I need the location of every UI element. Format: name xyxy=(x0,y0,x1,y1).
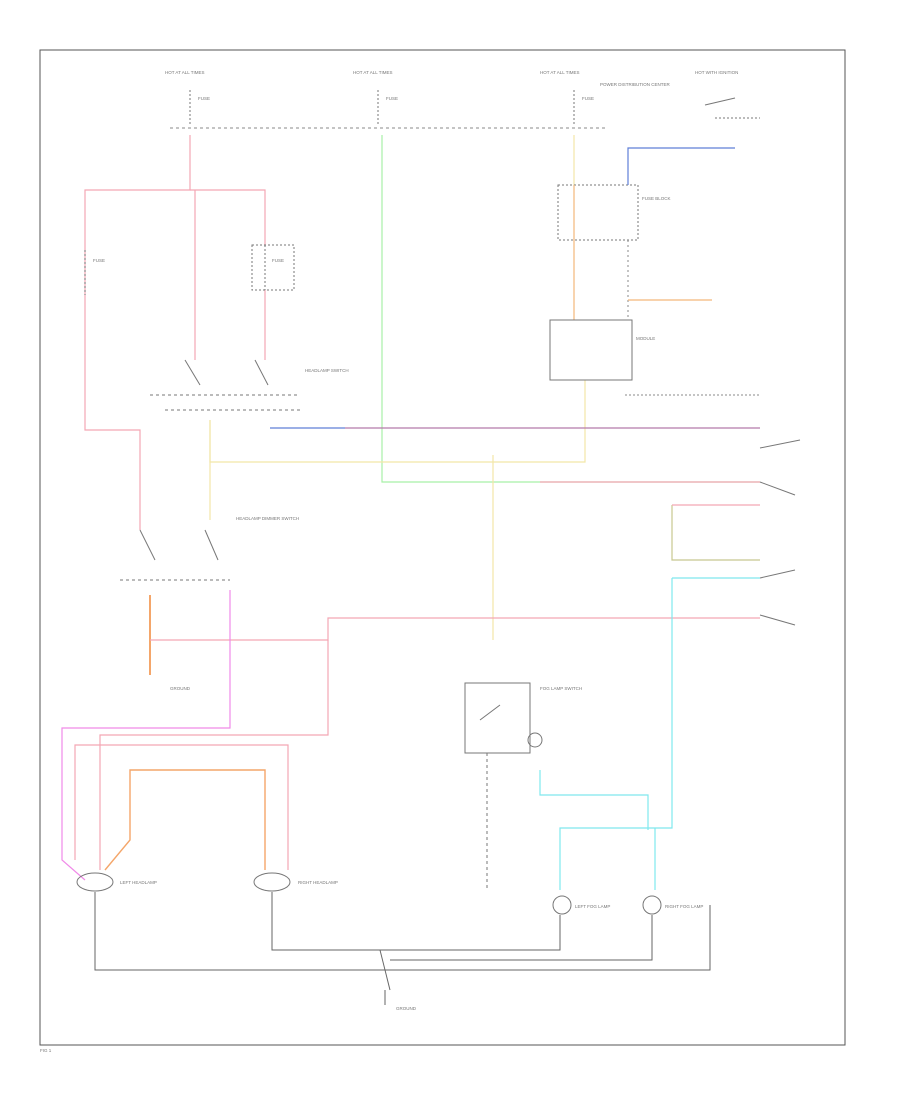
ground-label: GROUND xyxy=(396,1006,417,1011)
fuse-e-label: FUSE xyxy=(272,258,284,263)
wire-pink-left-loop xyxy=(84,135,191,530)
fog-switch-contact xyxy=(479,704,501,721)
module-label: MODULE xyxy=(636,336,655,341)
wire-cyan-fog-a xyxy=(539,770,649,830)
fog-switch-box xyxy=(464,682,531,754)
dimmer-switch-symbol xyxy=(120,529,230,581)
fuse-c-label: FUSE xyxy=(582,96,594,101)
wire-pink-dimmer-out xyxy=(150,617,760,641)
right-headlamp-label: RIGHT HEADLAMP xyxy=(298,880,338,885)
left-fog-lamp-symbol xyxy=(552,895,572,915)
wire-cyan-fog-b xyxy=(559,578,673,890)
wire-pink-lower-2 xyxy=(99,640,329,870)
left-headlamp-symbol xyxy=(76,872,114,892)
right-fog-lamp-symbol xyxy=(642,895,662,915)
ground-label-dimmer: GROUND xyxy=(170,686,191,691)
wire-olive xyxy=(671,505,760,561)
hot-label-1: HOT AT ALL TIMES xyxy=(165,70,205,75)
fuse-a-label: FUSE xyxy=(198,96,210,101)
fuse-d-label: FUSE xyxy=(93,258,105,263)
ground-bus xyxy=(94,892,711,1005)
fuse-e-box xyxy=(251,244,295,291)
headlamp-switch-symbol xyxy=(150,359,300,411)
headlamp-switch-label: HEADLAMP SWITCH xyxy=(305,368,349,373)
wire-magenta xyxy=(61,590,231,881)
fuse-block-label: FUSE BLOCK xyxy=(642,196,671,201)
right-switches xyxy=(759,439,801,626)
figure-label: FIG 1 xyxy=(40,1048,52,1053)
wire-pink-fuse-feed xyxy=(190,189,266,245)
wire-blue-top xyxy=(627,147,735,185)
hot-label-2: HOT AT ALL TIMES xyxy=(353,70,393,75)
wire-orange-headlamp-loop xyxy=(104,769,266,871)
fog-switch-label: FOG LAMP SWITCH xyxy=(540,686,582,691)
left-fog-lamp-label: LEFT FOG LAMP xyxy=(575,904,610,909)
fuse-b-label: FUSE xyxy=(386,96,398,101)
module-box xyxy=(549,319,633,381)
left-headlamp-label: LEFT HEADLAMP xyxy=(120,880,157,885)
fuse-block-box xyxy=(557,184,639,241)
wire-pink-lower xyxy=(74,744,289,870)
wire-green xyxy=(381,135,760,483)
fog-switch-indicator xyxy=(527,732,543,748)
ignition-switch-symbol xyxy=(704,97,760,119)
pdc-label: POWER DISTRIBUTION CENTER xyxy=(600,82,671,87)
dimmer-switch-label: HEADLAMP DIMMER SWITCH xyxy=(236,516,299,521)
diagram-border xyxy=(39,49,846,1046)
right-headlamp-symbol xyxy=(253,872,291,892)
right-fog-lamp-label: RIGHT FOG LAMP xyxy=(665,904,703,909)
hot-label-3: HOT AT ALL TIMES xyxy=(540,70,580,75)
ign-label: HOT WITH IGNITION xyxy=(695,70,738,75)
wire-yellow-switch xyxy=(209,380,586,463)
